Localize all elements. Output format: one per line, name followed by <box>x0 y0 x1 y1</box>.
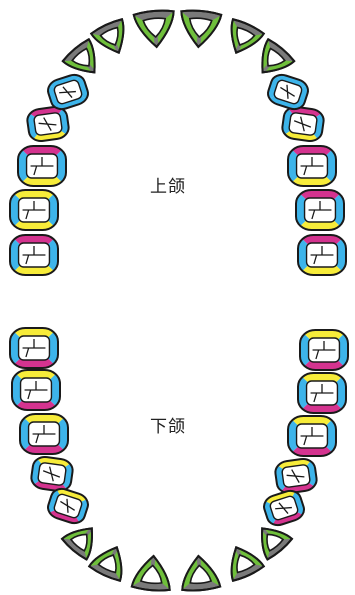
upper-molar-right-3 <box>288 146 336 186</box>
lower-anterior-4 <box>179 554 220 591</box>
upper-molar-left-3 <box>18 146 66 186</box>
lower-anterior-1 <box>61 518 104 561</box>
lower-anterior-2 <box>88 540 132 582</box>
upper-molar-right-2 <box>296 190 344 230</box>
lower-molar-left-1 <box>10 328 58 368</box>
upper-premolar-right-2 <box>265 72 310 112</box>
upper-anterior-3 <box>134 9 177 48</box>
upper-molar-left-2 <box>10 190 58 230</box>
upper-premolar-left-1 <box>26 105 70 142</box>
lower-jaw <box>10 328 348 592</box>
lower-anterior-3 <box>132 554 173 591</box>
lower-molar-right-2 <box>298 373 346 413</box>
upper-molar-right-1 <box>298 235 346 275</box>
lower-jaw-label: 下颌 <box>150 412 186 437</box>
lower-premolar-left-2 <box>45 486 90 526</box>
lower-premolar-left-1 <box>30 455 74 492</box>
upper-jaw <box>10 9 346 275</box>
upper-jaw-label: 上颌 <box>150 172 186 197</box>
upper-anterior-5 <box>221 18 265 60</box>
upper-molar-left-1 <box>10 235 58 275</box>
upper-premolar-left-2 <box>45 72 90 112</box>
lower-molar-left-2 <box>12 370 60 410</box>
upper-anterior-2 <box>90 18 134 60</box>
lower-anterior-5 <box>221 540 265 582</box>
lower-molar-left-3 <box>20 414 68 454</box>
lower-molar-right-1 <box>300 330 348 370</box>
lower-premolar-right-2 <box>261 488 306 528</box>
lower-molar-right-3 <box>288 416 336 456</box>
upper-premolar-right-1 <box>281 105 325 142</box>
lower-premolar-right-1 <box>274 457 318 494</box>
upper-anterior-4 <box>178 9 221 48</box>
